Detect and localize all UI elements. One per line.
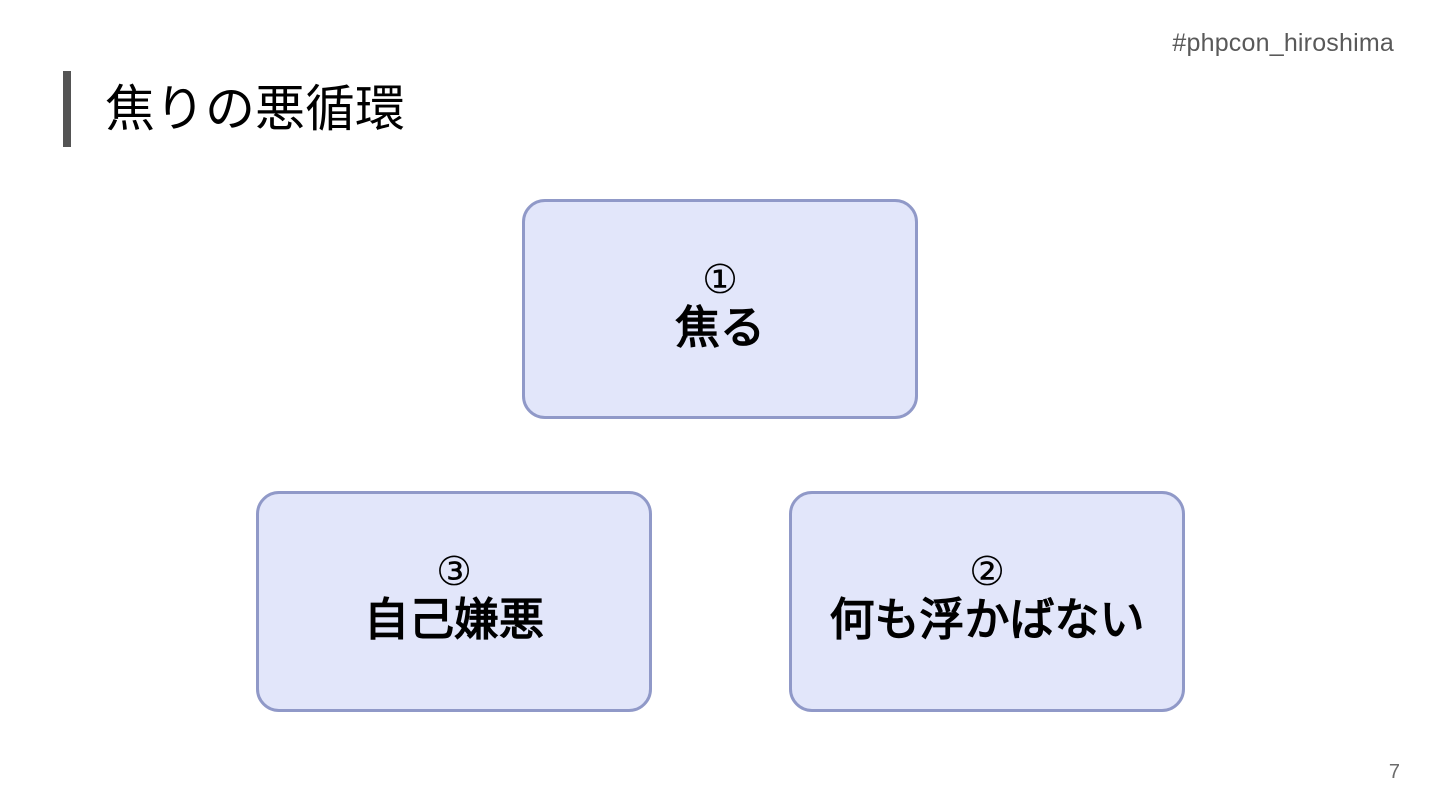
page-title-text: 焦りの悪循環 <box>105 81 405 137</box>
diagram-box-1[interactable]: ① 焦る <box>522 199 918 419</box>
diagram-box-2-label: 何も浮かばない <box>829 594 1145 646</box>
page-number: 7 <box>1388 761 1400 783</box>
diagram-box-3-content: ③ 自己嫌悪 <box>364 550 544 644</box>
title-accent-bar <box>63 71 71 147</box>
diagram-box-2[interactable]: ② 何も浮かばない <box>789 491 1185 712</box>
diagram-box-3[interactable]: ③ 自己嫌悪 <box>256 491 652 712</box>
diagram-box-1-label: 焦る <box>674 301 765 353</box>
diagram-box-1-content: ① 焦る <box>675 258 765 352</box>
diagram-box-3-label: 自己嫌悪 <box>363 594 544 646</box>
conference-hashtag: #phpcon_hiroshima <box>1172 29 1394 57</box>
diagram-box-2-marker: ② <box>969 550 1005 595</box>
diagram-box-2-content: ② 何も浮かばない <box>829 550 1144 644</box>
diagram-box-1-marker: ① <box>702 257 738 302</box>
diagram-box-3-marker: ③ <box>436 550 472 595</box>
page-title: 焦りの悪循環 <box>63 70 405 148</box>
